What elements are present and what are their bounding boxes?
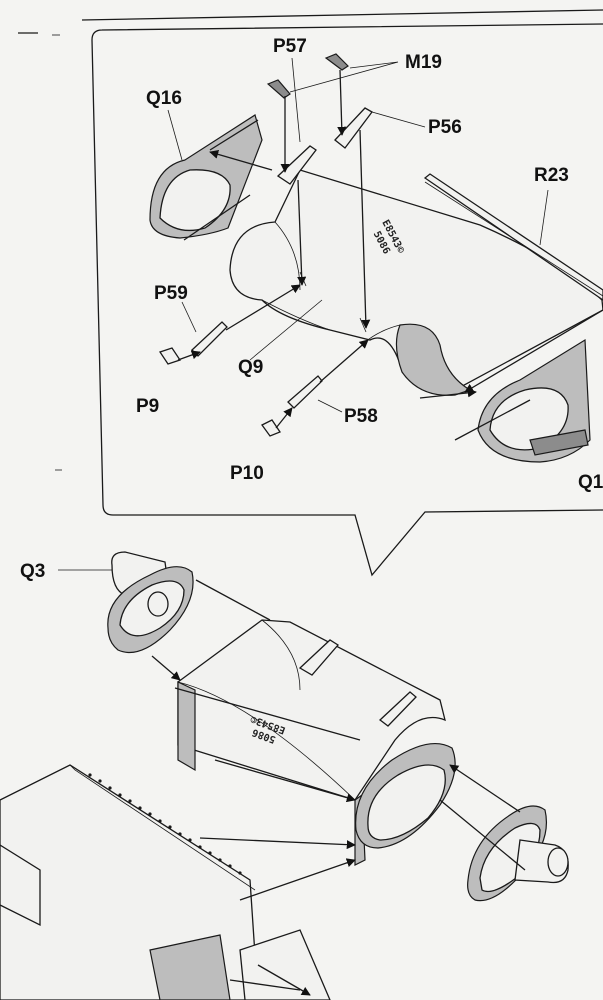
label-q1-partial: Q1: [578, 472, 603, 493]
part-m19-right: [324, 53, 349, 71]
part-p59: [191, 321, 228, 357]
part-p58: [287, 375, 323, 409]
label-r23: R23: [534, 165, 569, 186]
label-q16: Q16: [146, 88, 182, 109]
part-m19-left: [266, 79, 291, 99]
label-p59: P59: [154, 283, 188, 304]
part-p57: [276, 145, 317, 185]
label-q9: Q9: [238, 357, 263, 378]
label-m19: M19: [405, 52, 442, 73]
part-p56: [334, 107, 373, 149]
page-top-lines: [18, 9, 603, 471]
label-p58: P58: [344, 406, 378, 427]
label-p10: P10: [230, 463, 264, 484]
part-r23: [423, 173, 603, 301]
main-assembly: [0, 551, 569, 1000]
part-p9: [158, 347, 182, 365]
rivet-row: [88, 773, 242, 875]
part-p10: [261, 419, 281, 437]
label-p57: P57: [273, 36, 307, 57]
detail-assembly: [149, 53, 603, 463]
label-p9: P9: [136, 396, 159, 417]
detail-callout-box: [91, 23, 603, 577]
label-p56: P56: [428, 117, 462, 138]
label-q3: Q3: [20, 561, 45, 582]
